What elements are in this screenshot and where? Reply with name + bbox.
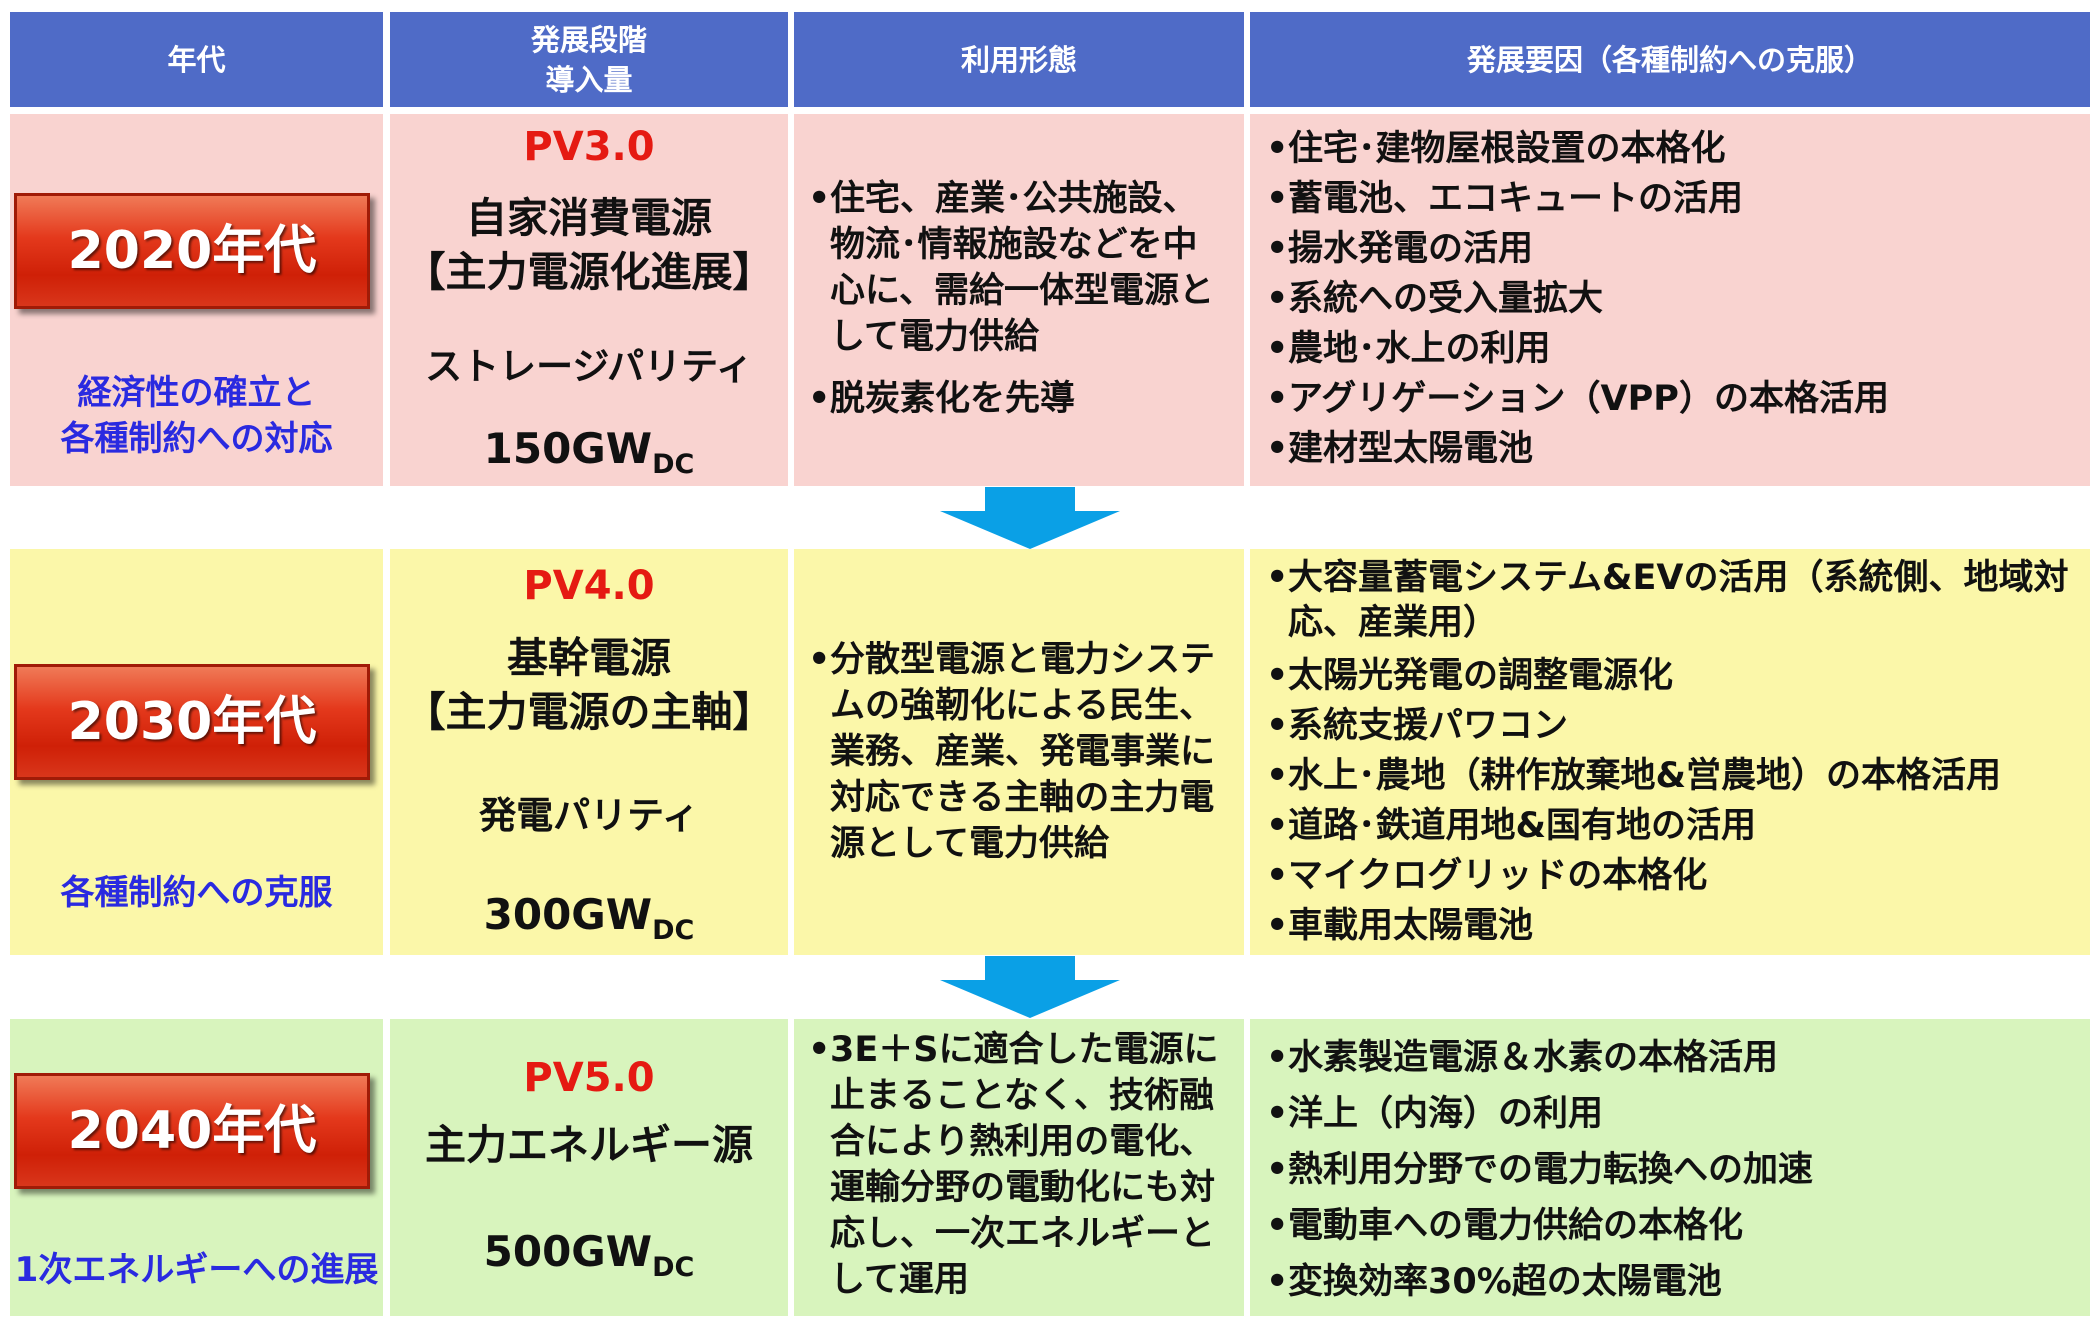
era-subtitle-line: 1次エネルギーへの進展 [14,1250,379,1290]
pv-stage-label: PV4.0 [523,563,655,609]
era-badge-2030s: 2030年代 [14,664,370,780]
power-role-line: 【主力電源の主軸】 [404,688,774,736]
header-stage-label: 発展段階 [530,22,647,57]
amount-value: 300GW [483,890,653,939]
factor-item: 建材型太陽電池 [1266,424,2086,474]
row3-stage-cell [390,1019,788,1316]
era-badge-2020s: 2020年代 [14,193,370,309]
header-era: 年代 [10,12,383,107]
factor-item: 道路･鉄道用地&国有地の活用 [1266,801,2086,851]
usage-text: 3E＋Sに適合した電源に止まることなく、技術融合により熱利用の電化、運輸分野の電… [830,1030,1219,1300]
factor-list: 住宅･建物屋根設置の本格化 蓄電池、エコキュートの活用 揚水発電の活用 系統への… [1266,124,2086,474]
row1-stage-cell [390,114,788,486]
factor-item: 電動車への電力供給の本格化 [1266,1198,2086,1254]
era-subtitle: 1次エネルギーへの進展 [0,1247,393,1293]
header-usage-label: 利用形態 [960,42,1077,77]
era-badge-2040s: 2040年代 [14,1073,370,1189]
parity-label: 発電パリティ [479,794,699,837]
factor-item: 大容量蓄電システム&EVの活用（系統側、地域対応、産業用） [1266,556,2086,651]
header-factors: 発展要因（各種制約への克服） [1250,12,2090,107]
usage-item: •分散型電源と電力システムの強靭化による民生、業務、産業、発電事業に対応できる主… [808,640,1216,864]
header-factors-label: 発展要因（各種制約への克服） [1466,42,1873,77]
down-arrow-icon [940,956,1120,1018]
factor-item: 洋上（内海）の利用 [1266,1086,2086,1142]
factor-item: 揚水発電の活用 [1266,224,2086,274]
factor-item: 住宅･建物屋根設置の本格化 [1266,124,2086,174]
pv-stage-label: PV3.0 [523,124,655,170]
factor-item: アグリゲーション（VPP）の本格活用 [1266,374,2086,424]
usage-item: •脱炭素化を先導 [808,379,1076,419]
era-subtitle-line: 経済性の確立と [77,373,316,413]
power-role-line: 自家消費電源 [466,194,712,242]
install-amount: 300GWDC [390,890,788,946]
factor-item: 蓄電池、エコキュートの活用 [1266,174,2086,224]
power-role-line: 【主力電源化進展】 [404,248,774,296]
amount-value: 500GW [483,1227,653,1276]
amount-unit: DC [652,915,695,946]
header-era-label: 年代 [167,42,226,77]
era-subtitle-line: 各種制約への克服 [60,873,333,913]
factor-item: 水素製造電源＆水素の本格活用 [1266,1030,2086,1086]
era-subtitle: 経済性の確立と 各種制約への対応 [0,370,393,462]
usage-item: •3E＋Sに適合した電源に止まることなく、技術融合により熱利用の電化、運輸分野の… [808,1030,1219,1300]
row1-usage-cell [794,114,1244,486]
usage-text: 住宅、産業･公共施設、物流･情報施設などを中心に、需給一体型電源として電力供給 [830,179,1214,357]
power-role: 主力エネルギー源 [390,1118,788,1172]
factor-item: 水上･農地（耕作放棄地&営農地）の本格活用 [1266,751,2086,801]
row2-stage-cell [390,549,788,955]
factor-item: 系統への受入量拡大 [1266,274,2086,324]
down-arrow-icon [940,487,1120,549]
header-usage: 利用形態 [794,12,1244,107]
amount-unit: DC [652,1252,695,1283]
header-stage: 発展段階 導入量 [390,12,788,107]
era-subtitle-line: 各種制約への対応 [60,419,333,459]
factor-item: 熱利用分野での電力転換への加速 [1266,1142,2086,1198]
era-subtitle: 各種制約への克服 [0,870,393,916]
factor-item: 農地･水上の利用 [1266,324,2086,374]
factor-item: 車載用太陽電池 [1266,901,2086,951]
amount-value: 150GW [483,424,653,473]
usage-item: •住宅、産業･公共施設、物流･情報施設などを中心に、需給一体型電源として電力供給 [808,179,1214,357]
parity-label: ストレージパリティ [425,345,753,388]
power-role-line: 基幹電源 [507,634,671,682]
factor-list: 水素製造電源＆水素の本格活用 洋上（内海）の利用 熱利用分野での電力転換への加速… [1266,1030,2086,1310]
row3-usage-cell [794,1019,1244,1316]
header-amount-label: 導入量 [545,62,633,97]
power-role: 自家消費電源 【主力電源化進展】 [390,191,788,299]
power-role: 基幹電源 【主力電源の主軸】 [390,631,788,739]
factor-item: 系統支援パワコン [1266,701,2086,751]
amount-unit: DC [652,449,695,480]
pv-stage-label: PV5.0 [523,1055,655,1101]
factor-item: マイクログリッドの本格化 [1266,851,2086,901]
install-amount: 500GWDC [390,1227,788,1283]
factor-item: 太陽光発電の調整電源化 [1266,651,2086,701]
row2-usage-cell [794,549,1244,955]
install-amount: 150GWDC [390,424,788,480]
factor-item: 変換効率30%超の太陽電池 [1266,1254,2086,1310]
usage-text: 分散型電源と電力システムの強靭化による民生、業務、産業、発電事業に対応できる主軸… [830,640,1216,864]
power-role-line: 主力エネルギー源 [425,1121,753,1169]
factor-list: 大容量蓄電システム&EVの活用（系統側、地域対応、産業用） 太陽光発電の調整電源… [1266,556,2086,951]
usage-text: 脱炭素化を先導 [830,379,1076,419]
